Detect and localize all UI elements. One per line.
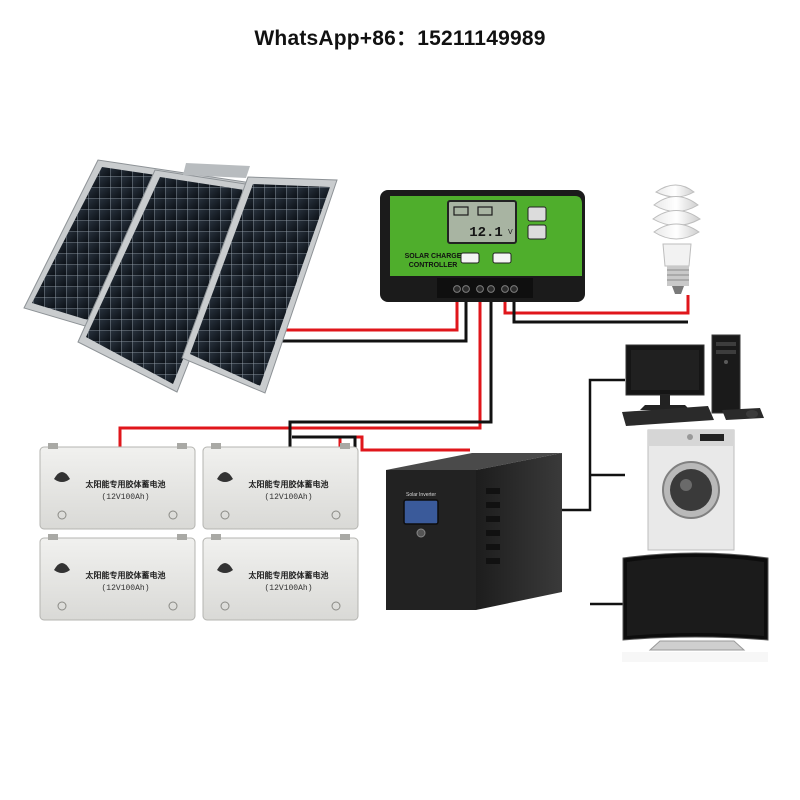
controller-terminals	[453, 285, 518, 293]
battery-title: 太阳能专用胶体蓄电池	[85, 479, 166, 489]
battery-rating: (12V100Ah)	[264, 584, 312, 593]
wire-panel-negative	[272, 298, 468, 343]
inverter-label: Solar Inverter	[406, 492, 436, 498]
controller-enter-button[interactable]	[492, 252, 512, 264]
battery-title: 太阳能专用胶体蓄电池	[248, 570, 329, 580]
battery-rating: (12V100Ah)	[264, 493, 312, 502]
controller-lcd-unit: V	[508, 229, 513, 236]
cfl-bulb	[652, 184, 701, 294]
wire-inverter-positive	[338, 435, 470, 452]
wire-load-negative	[512, 298, 688, 324]
controller-label-line1: SOLAR CHARGE	[405, 253, 462, 260]
charge-controller: 12.1 V SOLAR CHARGE CONTROLLER	[380, 190, 585, 302]
charge-controller-icon: 12.1 V SOLAR CHARGE CONTROLLER	[380, 190, 585, 302]
battery-rating: (12V100Ah)	[101, 493, 149, 502]
contact-header: WhatsApp+86：15211149989	[254, 27, 546, 50]
battery-icon: 太阳能专用胶体蓄电池 (12V100Ah)	[39, 534, 196, 621]
battery-bank: 太阳能专用胶体蓄电池 (12V100Ah) 太阳能专用胶体蓄电池 (12V100Ah)…	[39, 443, 359, 621]
washing-machine-icon	[647, 429, 735, 551]
inverter-knob[interactable]	[416, 528, 426, 538]
wiring	[118, 295, 690, 606]
usb-port-icon	[527, 206, 547, 222]
solar-panel-frame-back	[183, 163, 250, 178]
battery-icon: 太阳能专用胶体蓄电池 (12V100Ah)	[202, 443, 359, 530]
desktop-computer	[622, 334, 764, 426]
desktop-computer-icon	[622, 334, 764, 426]
controller-lcd	[447, 200, 517, 244]
usb-port-icon	[527, 224, 547, 240]
battery-rating: (12V100Ah)	[101, 584, 149, 593]
controller-menu-button[interactable]	[460, 252, 480, 264]
wire-panel-positive	[283, 298, 459, 332]
battery-icon: 太阳能专用胶体蓄电池 (12V100Ah)	[202, 534, 359, 621]
battery-title: 太阳能专用胶体蓄电池	[248, 479, 329, 489]
solar-panel-icon	[181, 176, 338, 394]
cfl-bulb-icon	[652, 184, 701, 294]
inverter-display	[403, 499, 439, 525]
controller-label-line2: CONTROLLER	[409, 262, 458, 269]
wire-load-positive	[503, 295, 690, 315]
battery-title: 太阳能专用胶体蓄电池	[85, 570, 166, 580]
television	[622, 552, 769, 662]
solar-panel-array	[23, 159, 338, 394]
inverter-vents	[486, 488, 500, 564]
television-icon	[622, 552, 769, 662]
inverter-icon: Solar Inverter	[386, 453, 562, 610]
inverter: Solar Inverter	[386, 453, 562, 610]
battery-icon: 太阳能专用胶体蓄电池 (12V100Ah)	[39, 443, 196, 530]
controller-lcd-reading: 12.1	[469, 225, 503, 241]
wire-battery-positive	[118, 298, 482, 447]
wire-ac-bus	[560, 378, 625, 606]
washing-machine	[647, 429, 735, 551]
wire-battery-negative	[288, 298, 493, 447]
